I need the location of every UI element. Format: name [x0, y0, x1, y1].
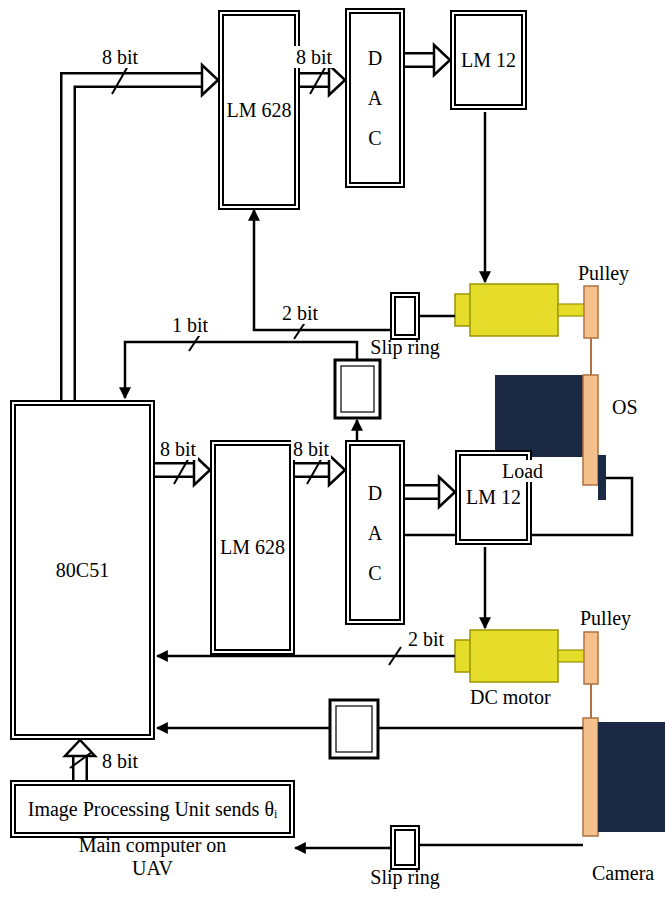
node-text: Image Processing Unit sends θᵢ [28, 798, 277, 821]
wire [157, 727, 330, 730]
bus-head [439, 477, 455, 507]
part-name: OS [610, 396, 640, 418]
bus-head [202, 65, 218, 95]
wire [125, 342, 357, 398]
wire [484, 547, 487, 628]
box-inner [336, 706, 372, 752]
motor-body [470, 630, 558, 682]
wire [420, 844, 583, 847]
part-name: Load [500, 460, 545, 482]
motion-controller: LM 628 [218, 10, 300, 210]
part-name: DC motor [468, 686, 553, 708]
bit-width-label: 8 bit [100, 46, 140, 68]
bus-fill [405, 55, 434, 66]
bus-head [329, 65, 345, 95]
wires [125, 112, 632, 845]
motor-cap [455, 294, 471, 326]
wire [157, 655, 455, 658]
bus-outline [68, 80, 202, 400]
load-pulley [583, 375, 598, 485]
bus-arrow [65, 740, 95, 780]
slip-ring: Slip ring [390, 292, 420, 340]
dc-motor [455, 284, 598, 338]
node-text: Main computer on UAV [68, 834, 238, 880]
load-block [495, 375, 583, 457]
camera-pulley [583, 718, 598, 836]
signal-wire [295, 847, 390, 850]
signal-wire [254, 210, 390, 330]
node-text: LM 12 [461, 49, 516, 72]
bus-outline [405, 484, 439, 500]
sensor-box [330, 700, 378, 758]
bit-width-label: 1 bit [170, 314, 210, 336]
sensor-box [335, 360, 380, 418]
motor-shaft [558, 304, 585, 316]
dc-motor [455, 630, 598, 684]
node-text: LM 628 [220, 536, 285, 559]
image-processing-unit: Image Processing Unit sends θᵢMain compu… [10, 780, 295, 838]
slash [389, 647, 401, 665]
slash [174, 456, 190, 484]
node-text: Slip ring [370, 866, 439, 889]
power-amplifier: LM 12 [450, 10, 527, 110]
bus-fill [300, 75, 329, 86]
node-text: 80C51 [56, 559, 109, 582]
wire [484, 112, 487, 282]
bus-head [329, 455, 345, 485]
signal-line [295, 848, 390, 849]
pulley [584, 632, 598, 684]
bus-outline [405, 52, 434, 68]
slash [310, 66, 326, 94]
motor-body [470, 284, 558, 336]
motor-shaft [558, 650, 585, 662]
slip-ring: Slip ring [390, 825, 420, 870]
node-text: D A C [365, 473, 385, 593]
node-text: LM 628 [227, 99, 292, 122]
node-text: Slip ring [370, 336, 439, 359]
bus-arrow [405, 477, 455, 507]
belt [590, 338, 592, 375]
bus-head [434, 45, 450, 75]
box-inner [341, 366, 374, 412]
bit-width-label: 8 bit [100, 750, 140, 772]
box-outer [335, 360, 380, 418]
node-text: LM 12 [466, 486, 521, 509]
bus-arrow [300, 65, 345, 95]
part-name: Pulley [578, 607, 633, 629]
optical-sensor [598, 455, 606, 500]
box-outer [330, 700, 378, 758]
bus-fill [405, 487, 439, 498]
bus-fill [155, 465, 194, 476]
camera-body [598, 722, 665, 832]
slash [307, 456, 323, 484]
bit-width-label: 8 bit [294, 46, 334, 68]
part-name: Camera [590, 862, 656, 884]
node-text: D A C [365, 38, 385, 158]
motion-controller: LM 628 [210, 440, 295, 655]
part-name: Pulley [576, 262, 631, 284]
dac-box: D A C [345, 8, 405, 188]
dac-box: D A C [345, 440, 405, 625]
signal-line [254, 210, 390, 330]
wire [378, 727, 583, 730]
motor-cap [455, 640, 471, 672]
belt [590, 684, 592, 718]
slash [70, 752, 92, 768]
pulley [584, 286, 598, 338]
bus-arrow [405, 45, 450, 75]
bit-width-label: 2 bit [406, 628, 446, 650]
bus-outline [155, 462, 194, 478]
bit-width-label: 2 bit [280, 302, 320, 324]
bit-width-label: 8 bit [158, 438, 198, 460]
bit-width-label: 8 bit [291, 438, 331, 460]
wire [420, 315, 455, 318]
microcontroller: 80C51 [10, 400, 155, 740]
bus-fill [68, 80, 202, 400]
bus-arrow [68, 65, 218, 400]
slash [112, 66, 128, 94]
